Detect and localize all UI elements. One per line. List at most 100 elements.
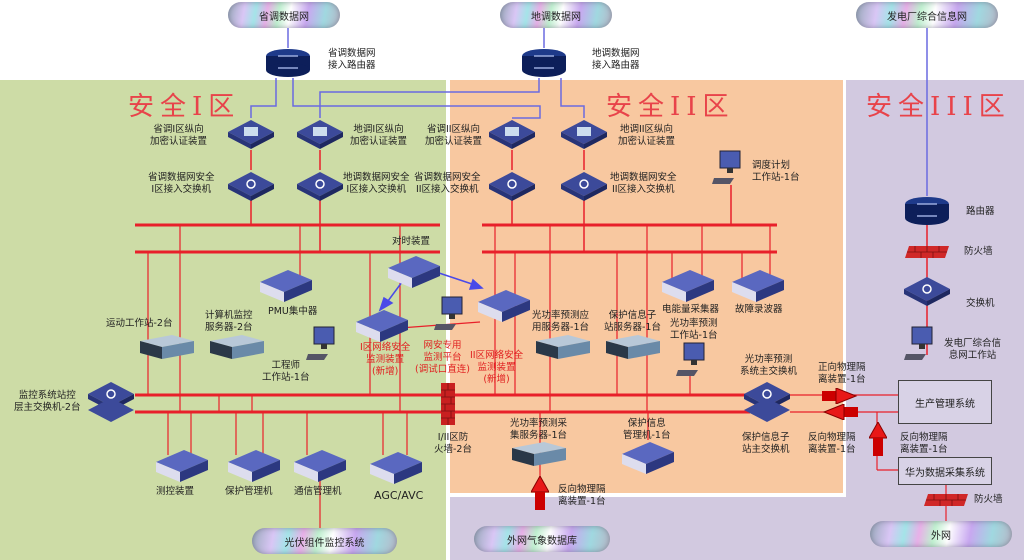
switch-icon[interactable] (487, 170, 537, 202)
zone3-reverse-isolator-arrow-icon[interactable] (869, 422, 887, 458)
cloud-label: 地调数据网 (531, 11, 581, 23)
bottom-firewall-icon[interactable] (924, 494, 968, 506)
net-sec-1-label: I区网络安全监测装置(新增) (360, 342, 411, 377)
switch-icon[interactable] (295, 170, 345, 202)
net-sec-monitor-1-icon[interactable] (354, 308, 410, 344)
router-icon[interactable] (520, 48, 568, 78)
net-sec-platform-label: 网安专用监测平台(调试口直连) (415, 340, 470, 375)
net-sec-2-label: II区网络安全监测装置(新增) (470, 350, 524, 385)
workstation-icon[interactable] (712, 150, 746, 186)
reverse-isolator-label: 反向物理隔离装置-1台 (808, 432, 856, 455)
protection-manager-icon[interactable] (226, 448, 282, 484)
pv-forecast-app-server-icon[interactable] (530, 333, 592, 361)
pv-forecast-switch-label: 光功率预测系统主交换机 (740, 354, 798, 377)
plant-workstation-icon[interactable] (904, 326, 938, 362)
encryption-device-icon[interactable] (226, 118, 276, 150)
local-encrypt-1-label: 地调I区纵向加密认证装置 (350, 124, 408, 147)
cloud-label: 发电厂综合信息网 (887, 11, 967, 23)
local-dispatch-network-cloud: 地调数据网 (500, 2, 612, 28)
zone3-firewall-icon[interactable] (905, 246, 949, 258)
weather-reverse-isolator-arrow-icon[interactable] (531, 476, 549, 512)
pmu-label: PMU集中器 (268, 306, 318, 317)
engineer-workstation-icon[interactable] (306, 326, 340, 362)
measure-control-icon[interactable] (154, 448, 210, 484)
protect-info-mgr-label: 保护信息管理机-1台 (623, 418, 671, 441)
agc-avc-label: AGC/AVC (374, 489, 424, 502)
switch-icon[interactable] (902, 275, 952, 307)
net-sec-monitor-2-icon[interactable] (476, 288, 532, 324)
reverse-isolator-arrow-icon[interactable] (822, 404, 858, 420)
zone3-firewall-label: 防火墙 (964, 246, 993, 257)
zone1-2-firewall-label: I/II区防火墙-2台 (434, 432, 472, 455)
protect-info-manager-icon[interactable] (620, 440, 676, 476)
energy-collector-icon[interactable] (660, 268, 716, 304)
pv-forecast-ws-label: 光功率预测工作站-1台 (670, 318, 718, 341)
switch-icon[interactable] (226, 170, 276, 202)
zone3-switch-label: 交换机 (966, 298, 995, 309)
encryption-device-icon[interactable] (487, 118, 537, 150)
telecontrol-label: 运动工作站-2台 (106, 318, 173, 329)
huawei-collect-label: 华为数据采集系统 (905, 467, 985, 479)
energy-collector-label: 电能量采集器 (662, 304, 720, 315)
bottom-firewall-label: 防火墙 (974, 494, 1003, 505)
provincial-dispatch-network-cloud: 省调数据网 (228, 2, 340, 28)
zone1-2-firewall-icon[interactable] (441, 383, 455, 425)
scada-server-icon[interactable] (204, 333, 266, 361)
plant-ws-label: 发电厂综合信息网工作站 (944, 338, 1002, 361)
cloud-label: 省调数据网 (259, 11, 309, 23)
main-switch-stack-icon[interactable] (86, 380, 136, 426)
zone3-reverse-isolator-label: 反向物理隔离装置-1台 (900, 432, 948, 455)
dispatch-ws-label: 调度计划工作站-1台 (752, 160, 800, 183)
cloud-label: 外网 (931, 530, 951, 542)
cloud-label: 外网气象数据库 (507, 535, 577, 547)
zone-1-title: 安全Ⅰ区 (128, 92, 241, 122)
comm-mgr-label: 通信管理机 (294, 486, 342, 497)
protect-info-server-icon[interactable] (600, 333, 662, 361)
agc-avc-icon[interactable] (368, 450, 424, 486)
fault-recorder-label: 故障录波器 (735, 304, 783, 315)
protect-info-server-label: 保护信息子站服务器-1台 (604, 310, 661, 333)
fault-recorder-icon[interactable] (730, 268, 786, 304)
pv-forecast-switch-stack-icon[interactable] (742, 380, 792, 426)
production-mgmt-system-box[interactable]: 生产管理系统 (898, 380, 992, 424)
protect-mgr-label: 保护管理机 (225, 486, 273, 497)
cloud-label: 光伏组件监控系统 (284, 537, 365, 549)
local-encrypt-2-label: 地调II区纵向加密认证装置 (618, 124, 676, 147)
forward-isolator-label: 正向物理隔离装置-1台 (818, 362, 866, 385)
router-icon[interactable] (264, 48, 312, 78)
comm-manager-icon[interactable] (292, 448, 348, 484)
measure-ctrl-label: 测控装置 (156, 486, 195, 497)
provincial-router-label: 省调数据网接入路由器 (328, 48, 376, 71)
engineer-ws-label: 工程师工作站-1台 (262, 360, 310, 383)
router-icon[interactable] (903, 196, 951, 226)
zone3-router-label: 路由器 (966, 206, 995, 217)
main-switch-label: 监控系统站控层主交换机-2台 (14, 390, 81, 413)
prov-encrypt-1-label: 省调I区纵向加密认证装置 (150, 124, 208, 147)
zone-3-title: 安全III区 (866, 92, 1011, 122)
huawei-collect-system-box[interactable]: 华为数据采集系统 (898, 457, 992, 485)
net-sec-platform-icon[interactable] (434, 296, 468, 332)
pmu-concentrator-icon[interactable] (258, 268, 314, 304)
pv-collect-server-icon[interactable] (506, 440, 568, 468)
scada-server-label: 计算机监控服务器-2台 (205, 310, 253, 333)
pv-forecast-app-label: 光功率预测应用服务器-1台 (532, 310, 590, 333)
time-sync-device-icon[interactable] (386, 254, 442, 290)
pv-forecast-workstation-icon[interactable] (676, 342, 710, 378)
encryption-device-icon[interactable] (559, 118, 609, 150)
prov-encrypt-2-label: 省调II区纵向加密认证装置 (425, 124, 483, 147)
encryption-device-icon[interactable] (295, 118, 345, 150)
pv-collect-server-label: 光功率预测采集服务器-1台 (510, 418, 568, 441)
zone-2-title: 安全II区 (606, 92, 735, 122)
plant-info-network-cloud: 发电厂综合信息网 (856, 2, 998, 28)
forward-isolator-arrow-icon[interactable] (822, 388, 858, 404)
weather-database-cloud: 外网气象数据库 (474, 526, 610, 552)
switch-icon[interactable] (559, 170, 609, 202)
external-network-cloud: 外网 (870, 521, 1012, 547)
weather-reverse-isolator-label: 反向物理隔离装置-1台 (558, 484, 606, 507)
telecontrol-server-icon[interactable] (134, 333, 196, 361)
protect-info-switch-label: 保护信息子站主交换机 (742, 432, 790, 455)
